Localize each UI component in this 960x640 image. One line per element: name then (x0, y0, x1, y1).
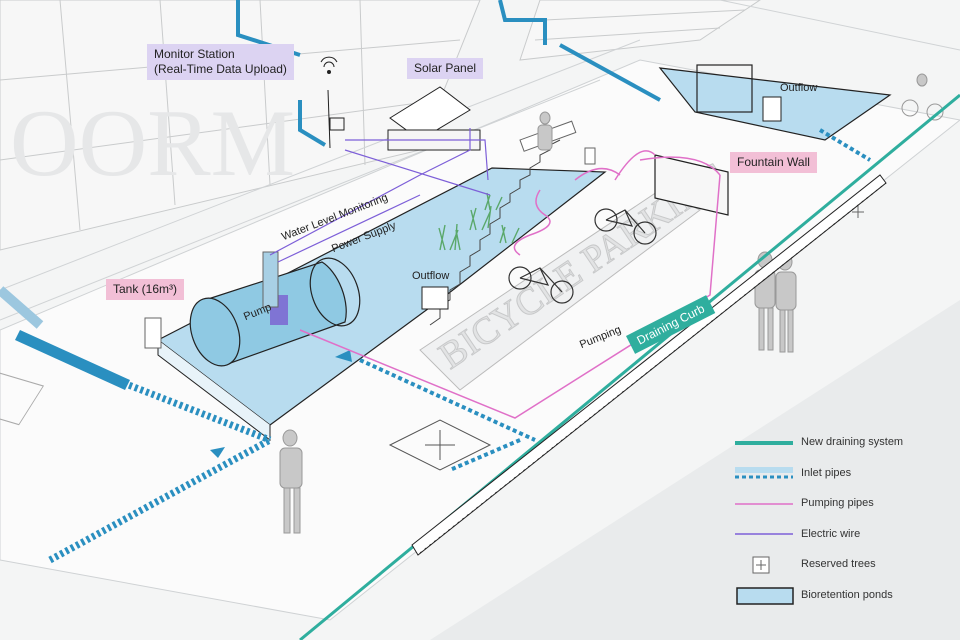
outflow-top-label: Outflow (780, 82, 818, 94)
legend-symbols (735, 441, 794, 605)
flow-arrow (335, 350, 352, 362)
tree-pit (388, 419, 492, 471)
legend-item: New draining system (730, 430, 950, 461)
stepped-weir-edge (429, 139, 561, 326)
new-draining-line-street (299, 93, 960, 640)
legend: New draining system Inlet pipes Pumping … (730, 430, 950, 614)
inlet-pipes-dashed (359, 128, 872, 472)
draining-curb-edge (411, 174, 887, 556)
steps (519, 0, 761, 61)
pavement-dashes (48, 366, 272, 564)
inlet-pipe-left (0, 286, 44, 329)
sidewalk-lines (0, 0, 960, 321)
plants (438, 192, 520, 251)
tactile-paving (0, 366, 45, 426)
street-road (430, 300, 960, 640)
legend-item: Electric wire (730, 522, 950, 553)
legend-label: Bioretention ponds (801, 588, 893, 601)
pumping-pipes (299, 150, 721, 419)
pedestrians (279, 73, 944, 534)
svg-text:OORM: OORM (10, 90, 295, 196)
legend-label: Pumping pipes (801, 497, 874, 510)
outflow-top-outlet (762, 96, 782, 122)
tank-riser-pipe (262, 251, 279, 308)
fountain-wall-tag: Fountain Wall (730, 152, 817, 173)
tank-tag: Tank (16m³) (106, 279, 185, 300)
legend-item: Reserved trees (730, 552, 950, 583)
legend-label: Inlet pipes (801, 466, 852, 479)
monitor-station-tag: Monitor Station (Real-Time Data Upload) (147, 44, 294, 80)
legend-item: Pumping pipes (730, 491, 950, 522)
legend-item: Bioretention ponds (730, 583, 950, 614)
outflow-pond-box (696, 64, 753, 113)
outflow-mid-label: Outflow (412, 270, 450, 282)
legend-label: Electric wire (801, 527, 861, 540)
outflow-mid-box (421, 286, 449, 310)
legend-label: New draining system (801, 436, 904, 448)
legend-label: Reserved trees (801, 558, 876, 571)
flow-arrow-2 (210, 447, 225, 458)
fountain-wall-structure (654, 154, 729, 216)
monitor-station-title: Monitor Station (154, 47, 235, 61)
monitor-pole (320, 56, 345, 149)
building-facade: OORM (0, 0, 481, 251)
bicycles (508, 208, 657, 304)
legend-item: Inlet pipes (730, 461, 950, 492)
electric-wires (269, 128, 491, 263)
monitor-station-subtitle: (Real-Time Data Upload) (154, 62, 287, 76)
tank-cylinder (189, 257, 361, 367)
tree-marker-right (852, 206, 864, 218)
solar-panel-tag: Solar Panel (407, 58, 484, 79)
